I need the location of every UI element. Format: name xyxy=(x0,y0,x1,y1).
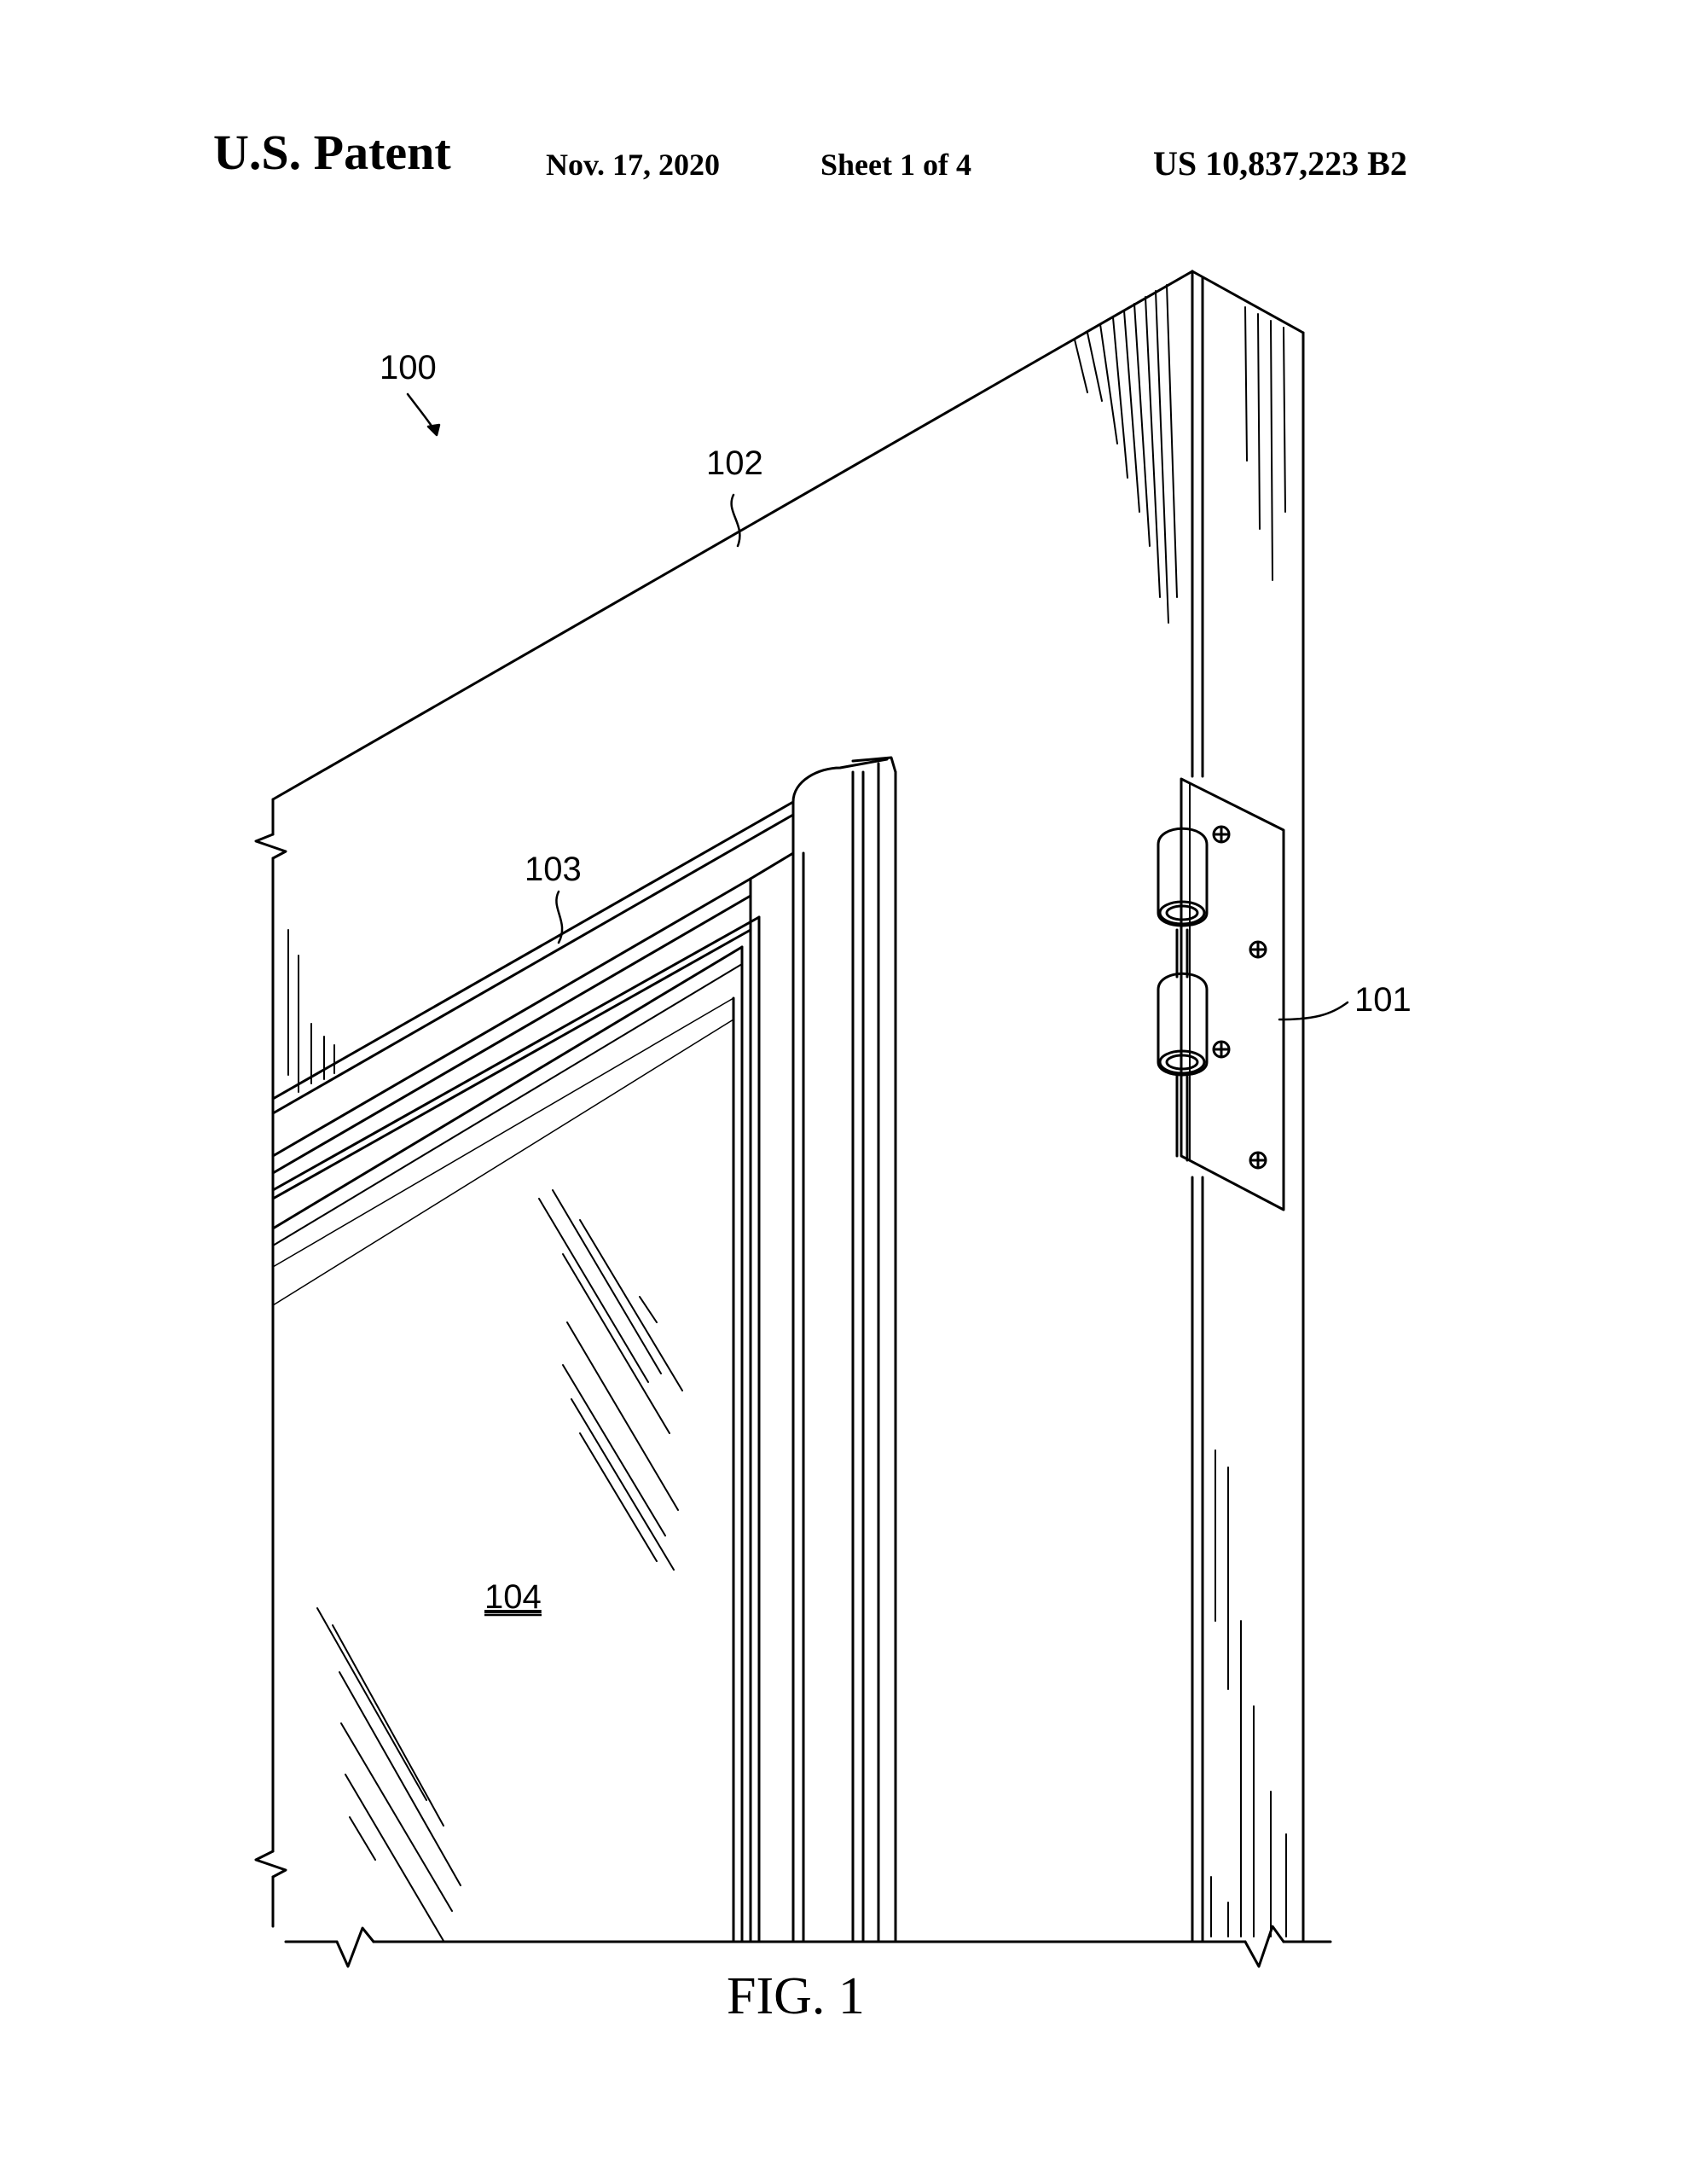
ref-100: 100 xyxy=(380,349,437,386)
figure-label: FIG. 1 xyxy=(727,1967,865,2025)
glass-reflections xyxy=(317,1190,682,1941)
ref-104: 104 xyxy=(484,1578,542,1616)
edge-shading xyxy=(288,285,1286,1937)
ref-102: 102 xyxy=(706,444,763,482)
ref-101: 101 xyxy=(1354,981,1412,1019)
hinge xyxy=(1158,779,1284,1210)
ref-103: 103 xyxy=(525,851,582,888)
